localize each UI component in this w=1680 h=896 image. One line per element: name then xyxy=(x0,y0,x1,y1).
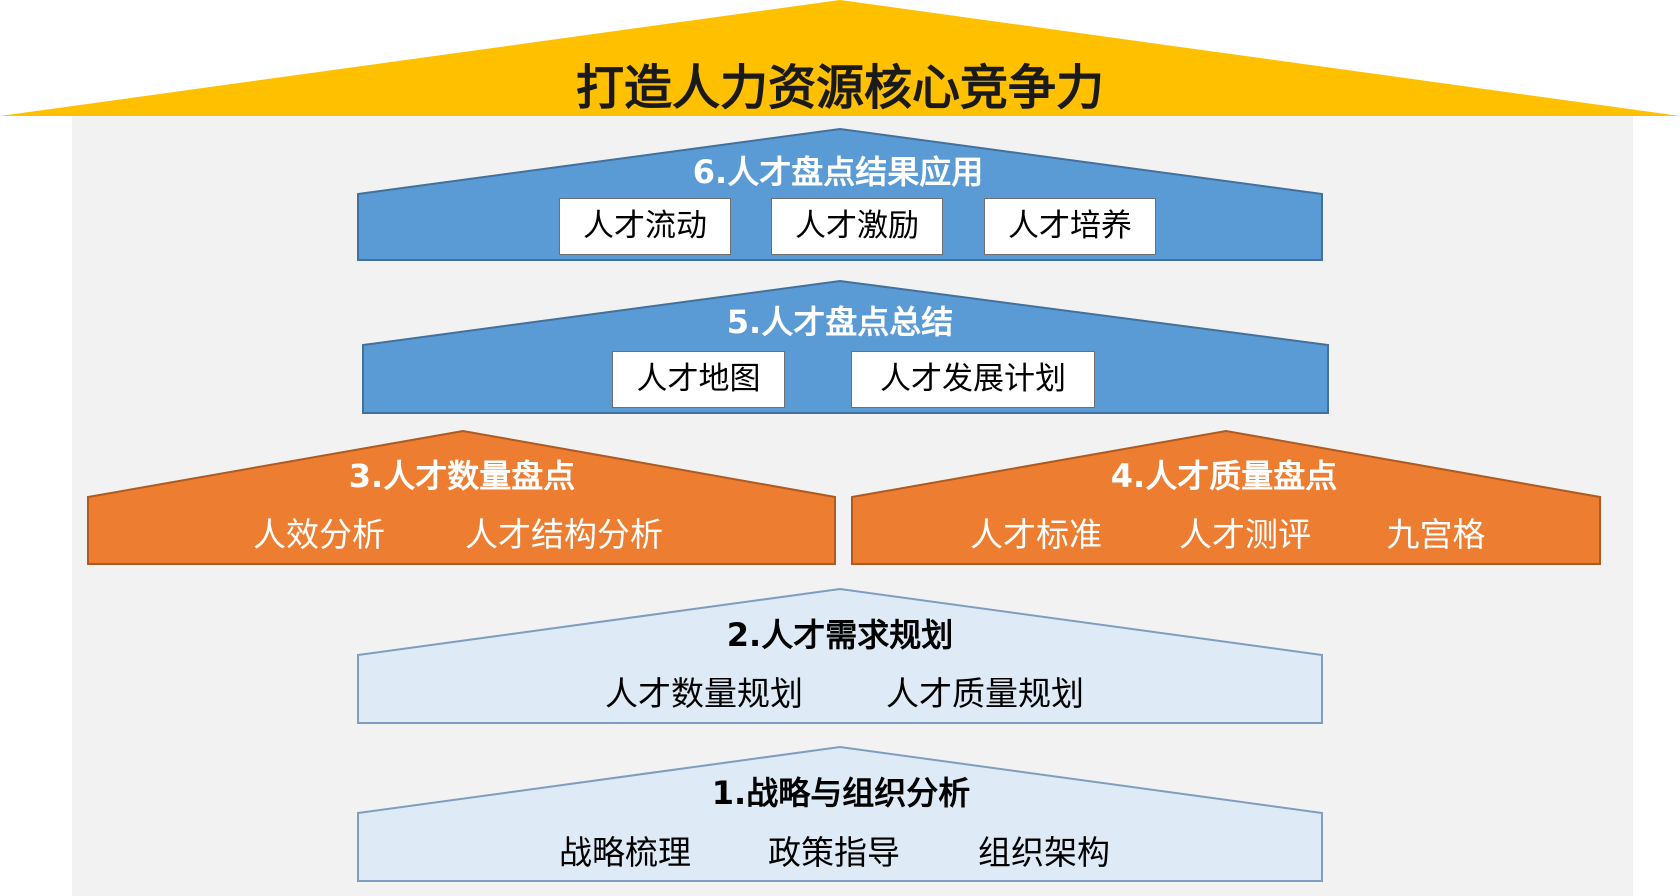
level4-title: 4.人才质量盘点 xyxy=(1110,457,1338,495)
level4-item-talent-standard: 人才标准 xyxy=(970,515,1102,554)
roof-shape xyxy=(0,0,1680,116)
level1-item-org-structure: 组织架构 xyxy=(978,833,1110,872)
level4-item-nine-box: 九宫格 xyxy=(1386,515,1486,554)
level2-item-quantity-planning: 人才数量规划 xyxy=(605,674,803,713)
level5-item-talent-map: 人才地图 xyxy=(612,351,785,408)
level2-title: 2.人才需求规划 xyxy=(726,616,954,654)
level3-shape xyxy=(87,429,836,565)
level4-item-talent-assessment: 人才测评 xyxy=(1179,515,1311,554)
level3-item-structure-analysis: 人才结构分析 xyxy=(465,515,663,554)
roof-title: 打造人力资源核心竞争力 xyxy=(575,60,1105,116)
level2-item-quality-planning: 人才质量规划 xyxy=(886,674,1084,713)
level3-item-efficiency-analysis: 人效分析 xyxy=(253,515,385,554)
level5-title: 5.人才盘点总结 xyxy=(726,303,954,341)
level2-shape xyxy=(357,587,1323,724)
level5-item-talent-development-plan: 人才发展计划 xyxy=(851,351,1095,408)
level6-item-talent-training: 人才培养 xyxy=(984,198,1156,255)
level1-title: 1.战略与组织分析 xyxy=(711,774,971,812)
level1-item-policy-guidance: 政策指导 xyxy=(768,833,900,872)
level6-item-talent-mobility: 人才流动 xyxy=(559,198,731,255)
level1-shape xyxy=(357,745,1323,882)
level6-item-talent-incentive: 人才激励 xyxy=(771,198,943,255)
level3-title: 3.人才数量盘点 xyxy=(348,457,576,495)
level6-title: 6.人才盘点结果应用 xyxy=(692,153,984,191)
level1-item-strategy-review: 战略梳理 xyxy=(559,833,691,872)
level4-shape xyxy=(851,429,1601,565)
